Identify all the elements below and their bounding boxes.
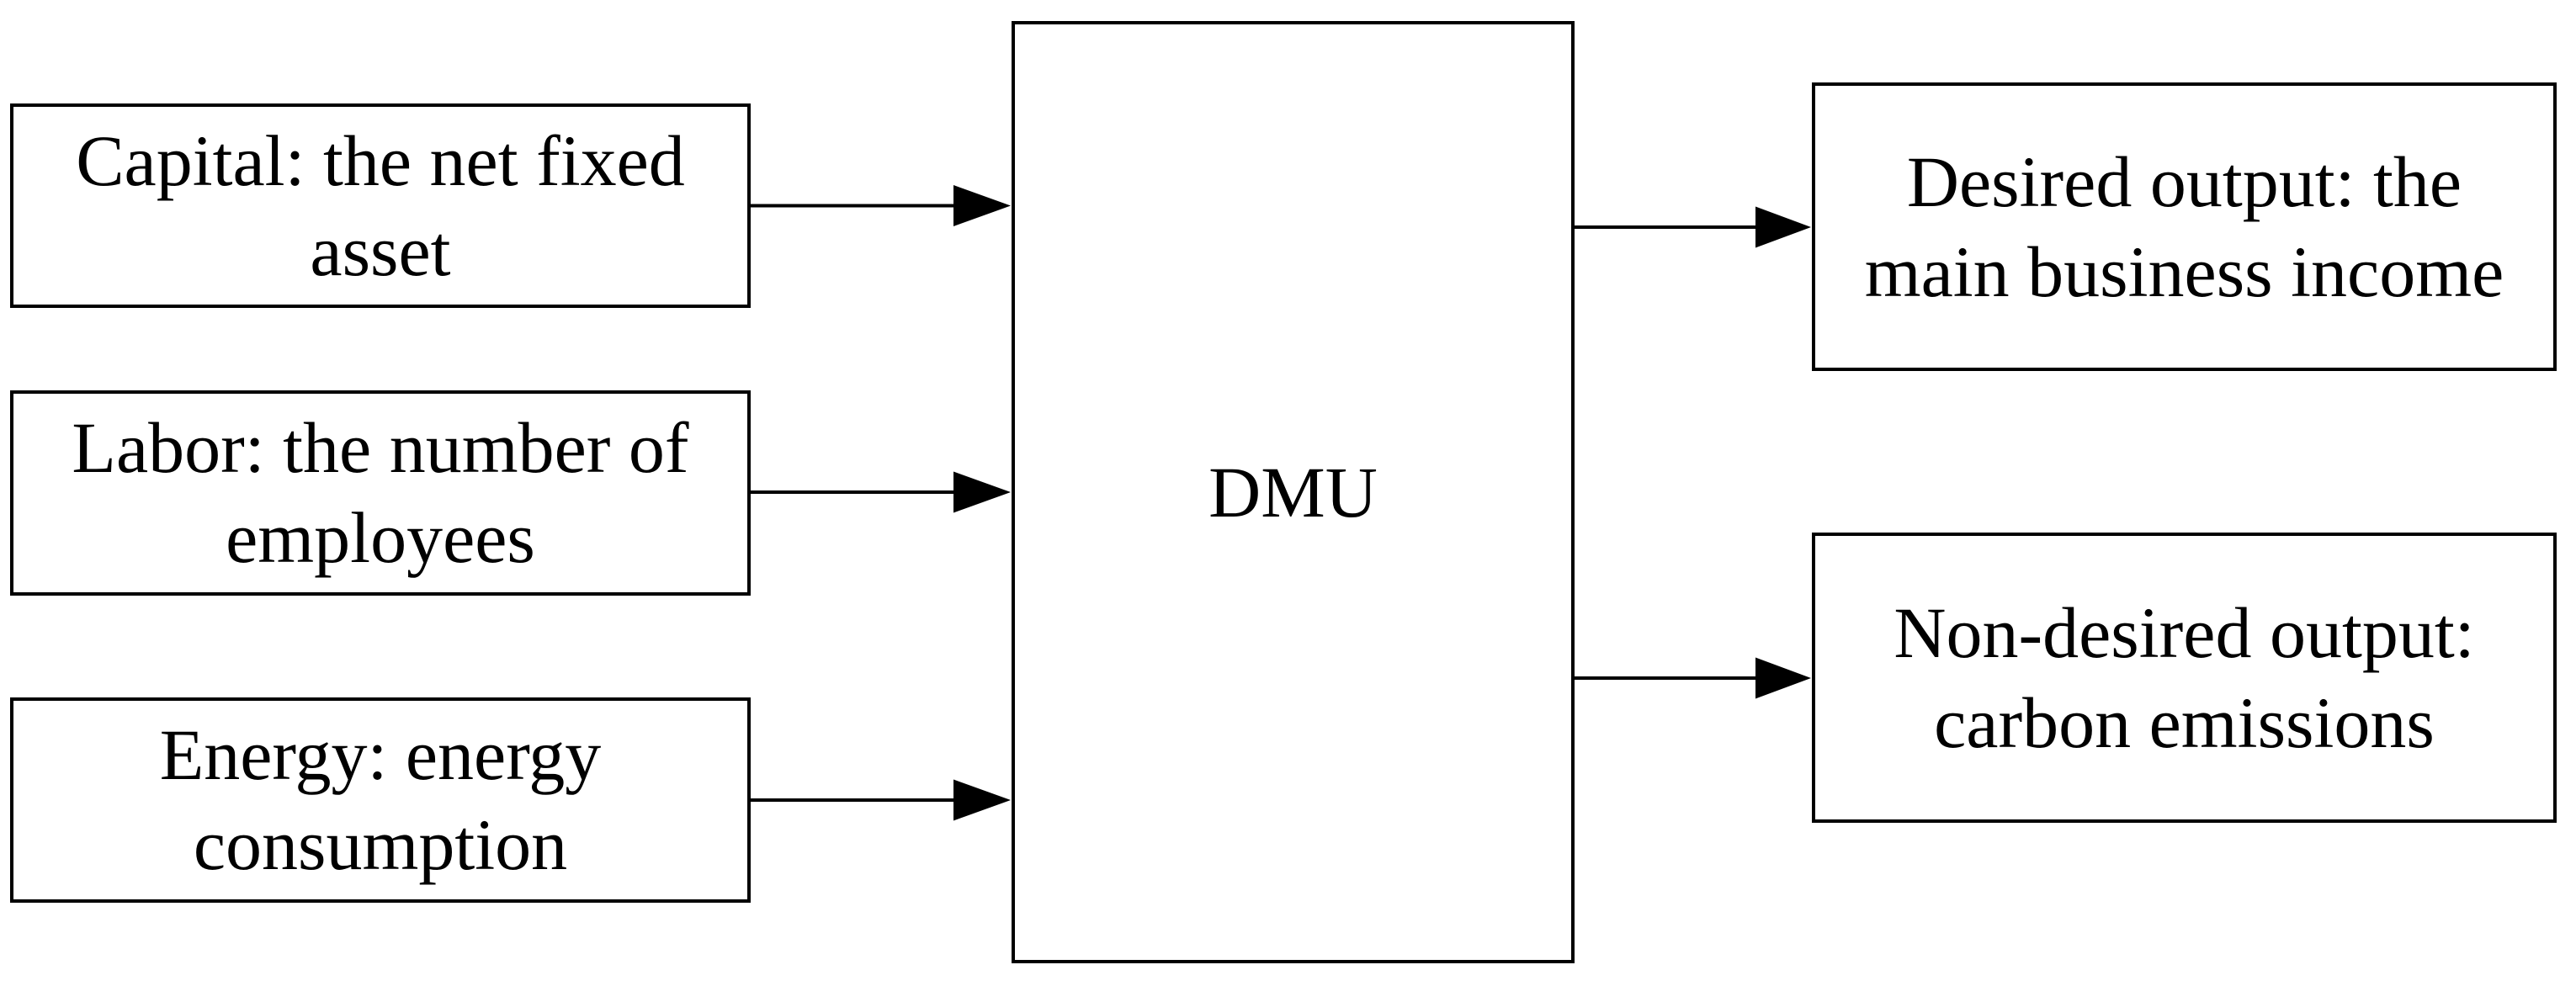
arrow-energy-to-dmu: [751, 779, 1011, 821]
arrow-capital-to-dmu: [751, 185, 1011, 226]
input-node-capital: Capital: the net fixed asset: [10, 103, 751, 308]
arrow-labor-to-dmu: [751, 471, 1011, 513]
input-node-labor-label: Labor: the number of employees: [72, 407, 689, 578]
center-node-dmu-label: DMU: [1208, 451, 1378, 533]
input-node-labor: Labor: the number of employees: [10, 390, 751, 596]
output-node-non-desired: Non-desired output: carbon emissions: [1812, 533, 2557, 823]
output-node-desired: Desired output: the main business income: [1812, 82, 2557, 371]
input-node-energy: Energy: energy consumption: [10, 697, 751, 903]
output-node-desired-label: Desired output: the main business income: [1864, 140, 2504, 312]
arrow-dmu-to-non-desired-output: [1575, 657, 1811, 699]
input-node-energy-label: Energy: energy consumption: [159, 714, 602, 885]
arrow-dmu-to-desired-output: [1575, 206, 1811, 248]
output-node-non-desired-label: Non-desired output: carbon emissions: [1893, 591, 2475, 763]
center-node-dmu: DMU: [1012, 21, 1575, 963]
input-node-capital-label: Capital: the net fixed asset: [76, 119, 685, 291]
